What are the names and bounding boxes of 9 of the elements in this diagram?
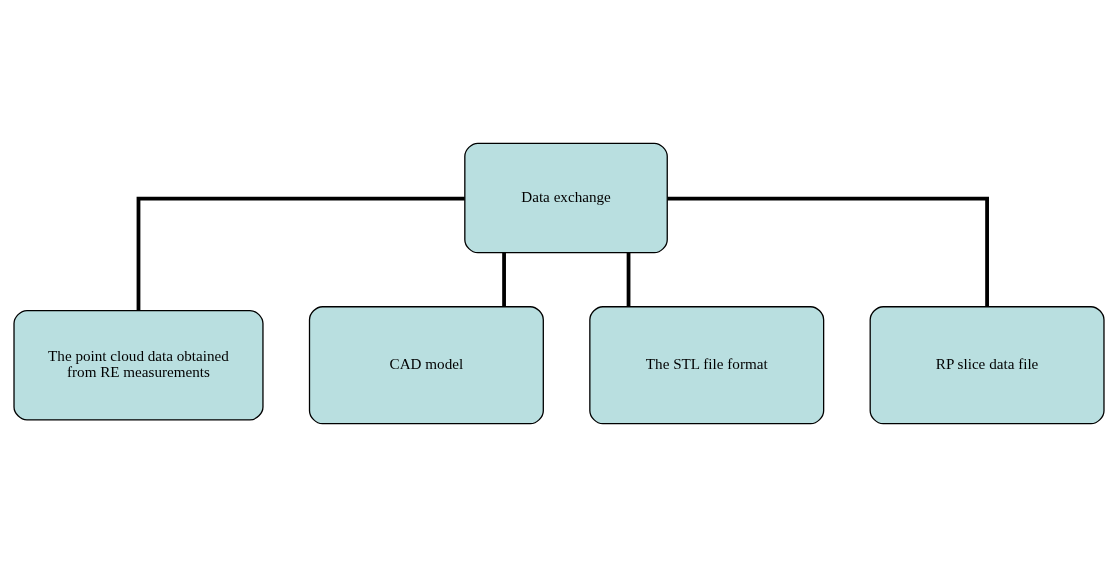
node-box: RP slice data file (869, 306, 1105, 425)
node-box: Data exchange (464, 142, 668, 254)
node-box: The point cloud data obtained from RE measurements (13, 309, 264, 421)
node-box: The STL file format (589, 306, 825, 425)
connector (502, 252, 506, 307)
node-box: CAD model (308, 306, 544, 425)
connector (136, 196, 465, 311)
connector (667, 196, 989, 307)
connector (626, 252, 631, 307)
